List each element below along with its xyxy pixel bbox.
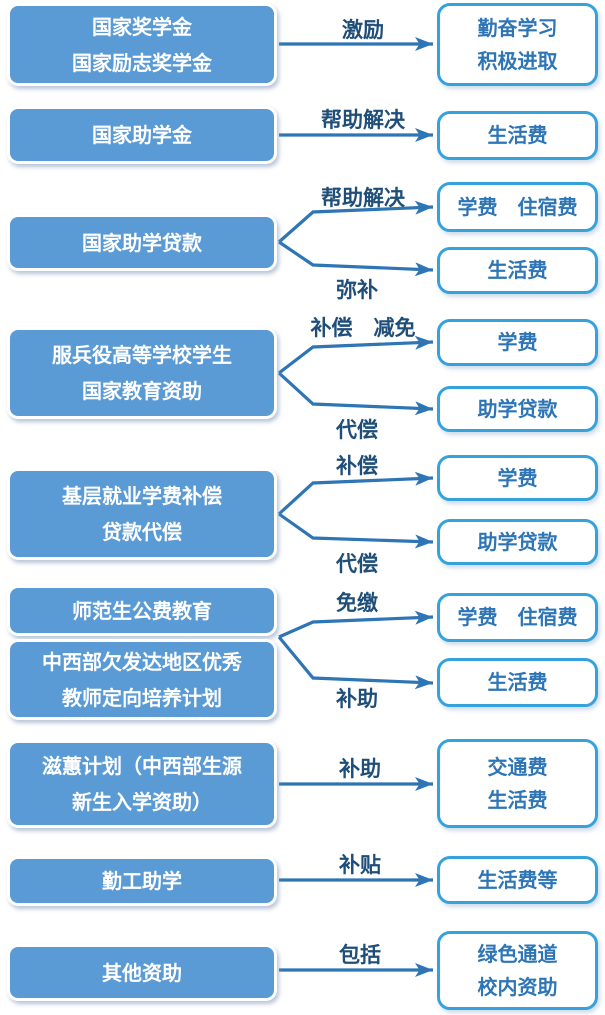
right-node-living-expenses: 生活费 xyxy=(437,111,598,160)
node-text-line: 生活费 xyxy=(487,258,548,282)
node-text-line: 生活费 xyxy=(487,123,548,147)
node-text-line: 国家励志奖学金 xyxy=(72,50,212,75)
node-text-line: 其他资助 xyxy=(102,960,182,985)
left-node-public-funded-teacher: 师范生公费教育 xyxy=(7,585,277,636)
edge-label: 补助 xyxy=(335,686,378,711)
edge-line xyxy=(277,200,434,244)
edge-label: 补助 xyxy=(338,756,381,781)
node-text-line: 助学贷款 xyxy=(477,396,558,421)
left-node-central-west-teacher-plan: 中西部欠发达地区优秀 教师定向培养计划 xyxy=(7,639,277,720)
node-text-line: 国家奖学金 xyxy=(92,14,192,39)
node-text-line: 学费 xyxy=(497,465,538,490)
node-text-line: 学费 xyxy=(497,330,538,354)
left-node-other-aid: 其他资助 xyxy=(7,944,277,1001)
right-node-student-loan: 助学贷款 xyxy=(437,519,598,565)
left-node-student-loan: 国家助学贷款 xyxy=(7,214,277,271)
node-text-line: 交通费 xyxy=(487,754,548,779)
right-node-tuition-accommodation: 学费 住宿费 xyxy=(437,182,598,232)
node-text-line: 中西部欠发达地区优秀 xyxy=(42,649,242,674)
node-text-line: 勤工助学 xyxy=(102,869,182,893)
node-text-line: 学费 住宿费 xyxy=(457,194,578,219)
node-text-line: 绿色通道 xyxy=(477,941,558,966)
node-text-line: 生活费 xyxy=(487,670,548,694)
right-node-transport-living: 交通费 生活费 xyxy=(437,739,598,828)
node-text-line: 生活费 xyxy=(487,787,548,812)
right-node-diligent-study: 勤奋学习 积极进取 xyxy=(437,3,598,86)
right-node-student-loan: 助学贷款 xyxy=(437,386,598,432)
edge-label: 补偿 xyxy=(335,453,378,478)
left-node-national-grant: 国家助学金 xyxy=(7,106,277,164)
right-node-green-channel: 绿色通道 校内资助 xyxy=(437,931,598,1010)
node-text-line: 助学贷款 xyxy=(477,529,558,554)
edge-label: 代偿 xyxy=(335,417,378,442)
node-text-line: 国家助学金 xyxy=(92,123,192,147)
node-text-line: 生活费等 xyxy=(477,867,558,892)
edge-label: 帮助解决 xyxy=(321,107,406,132)
edge-line xyxy=(278,240,434,277)
edge-label: 弥补 xyxy=(336,277,378,302)
node-text-line: 师范生公费教育 xyxy=(72,598,212,623)
node-text-line: 勤奋学习 xyxy=(477,15,558,40)
node-text-line: 国家教育资助 xyxy=(82,379,202,403)
node-text-line: 贷款代偿 xyxy=(102,520,182,544)
node-text-line: 国家助学贷款 xyxy=(82,230,202,255)
edge-label: 免缴 xyxy=(336,590,379,615)
edge-line xyxy=(278,610,434,639)
edge-label: 帮助解决 xyxy=(321,185,406,210)
edge-label: 包括 xyxy=(339,942,381,967)
left-node-grassroots-employment: 基层就业学费补偿 贷款代偿 xyxy=(7,468,277,560)
node-text-line: 教师定向培养计划 xyxy=(62,685,222,710)
edge-line xyxy=(277,371,434,416)
left-node-military-service-aid: 服兵役高等学校学生 国家教育资助 xyxy=(7,327,277,419)
edge-label: 代偿 xyxy=(335,551,378,576)
node-text-line: 服兵役高等学校学生 xyxy=(52,343,232,367)
left-node-zihui-plan: 滋蕙计划（中西部生源 新生入学资助） xyxy=(7,740,277,828)
right-node-living-expenses: 生活费 xyxy=(437,247,598,294)
node-text-line: 学费 住宿费 xyxy=(457,605,578,629)
edge-line xyxy=(277,471,434,516)
right-node-living-expenses-etc: 生活费等 xyxy=(437,856,598,904)
edge-label: 激励 xyxy=(342,17,384,42)
node-text-line: 滋蕙计划（中西部生源 xyxy=(42,754,242,778)
node-text-line: 积极进取 xyxy=(477,48,558,73)
right-node-tuition: 学费 xyxy=(437,455,598,501)
node-text-line: 基层就业学费补偿 xyxy=(62,484,222,508)
left-node-work-study: 勤工助学 xyxy=(7,856,277,906)
edge-line xyxy=(278,335,434,375)
edge-line xyxy=(277,635,434,690)
edge-label: 补贴 xyxy=(338,852,381,877)
node-text-line: 校内资助 xyxy=(477,974,558,999)
edge-label: 补偿 减免 xyxy=(310,315,416,340)
node-text-line: 新生入学资助） xyxy=(72,790,212,814)
left-node-national-scholarship: 国家奖学金 国家励志奖学金 xyxy=(7,3,277,86)
right-node-tuition-accommodation: 学费 住宿费 xyxy=(437,593,598,642)
edge-line xyxy=(278,512,434,549)
right-node-living-expenses: 生活费 xyxy=(437,658,598,707)
right-node-tuition: 学费 xyxy=(437,319,598,366)
